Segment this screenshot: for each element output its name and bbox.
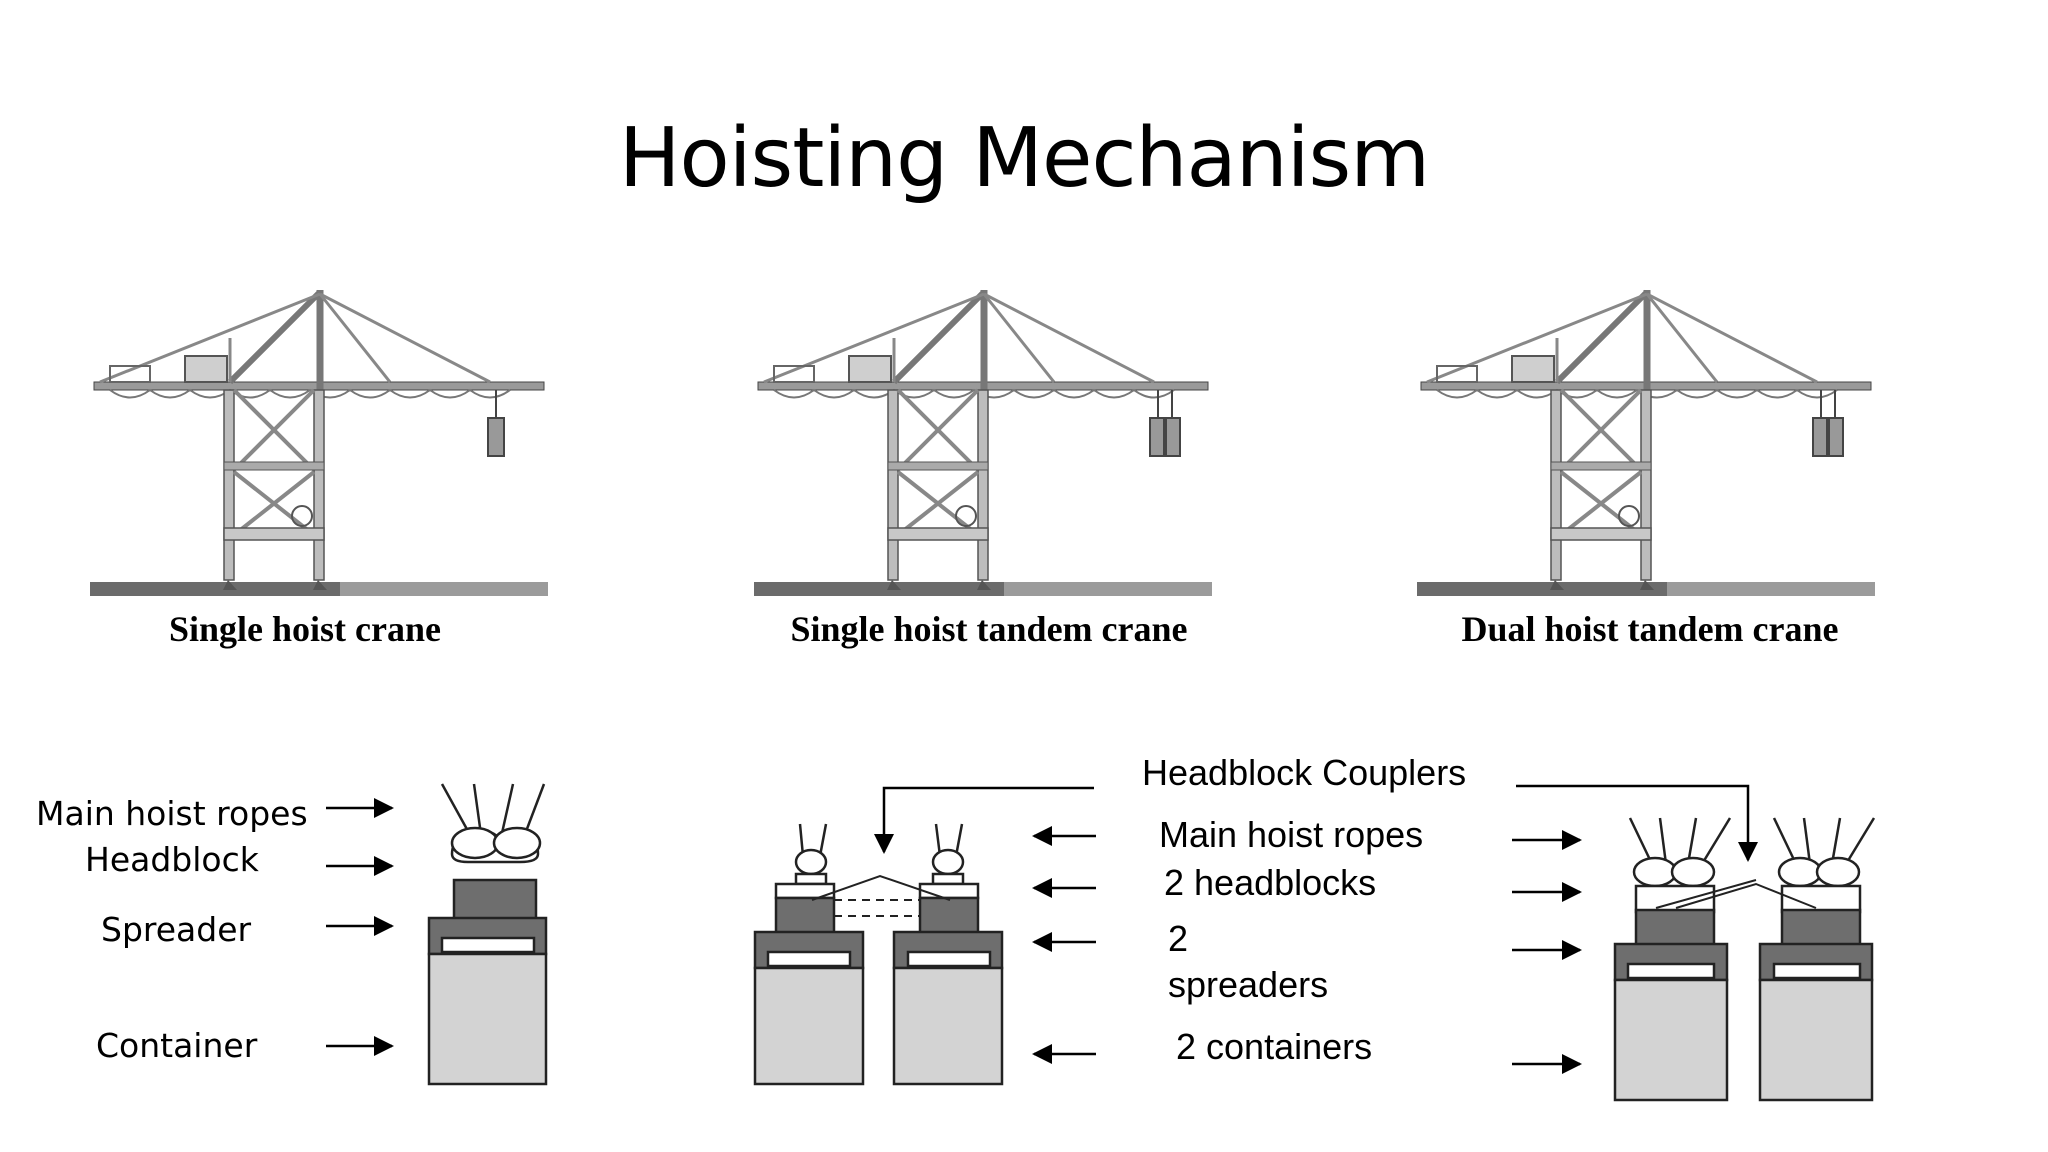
label-two-headblocks: 2 headblocks	[1164, 862, 1377, 903]
tandem-hoist-assembly	[753, 823, 1004, 1086]
tandem-hoist-arrows	[1032, 826, 1096, 1064]
single-hoist-tandem-crane-illustration	[754, 280, 1224, 610]
single-hoist-tandem-crane-caption: Single hoist tandem crane	[790, 609, 1188, 649]
label-two-spreaders-number: 2	[1168, 918, 1189, 959]
single-hoist-crane-illustration	[90, 280, 560, 610]
label-two-containers: 2 containers	[1176, 1026, 1373, 1067]
single-hoist-arrows	[326, 798, 394, 1056]
dual-hoist-assembly	[1613, 817, 1876, 1102]
dual-hoist-tandem-crane-caption: Dual hoist tandem crane	[1461, 609, 1839, 649]
dual-hoist-tandem-crane-illustration	[1417, 280, 1887, 610]
single-hoist-assembly	[427, 783, 548, 1086]
label-tandem-main-hoist-ropes: Main hoist ropes	[1159, 814, 1424, 855]
label-spreader: Spreader	[101, 910, 252, 949]
label-headblock: Headblock	[85, 840, 259, 879]
dual-hoist-arrows	[1512, 830, 1582, 1074]
label-headblock-couplers: Headblock Couplers	[1142, 752, 1467, 793]
coupler-callout-lines	[874, 784, 1758, 862]
label-container: Container	[96, 1026, 258, 1065]
label-two-spreaders-word: spreaders	[1168, 964, 1329, 1005]
slide-title: Hoisting Mechanism	[618, 111, 1430, 206]
single-hoist-crane-caption: Single hoist crane	[168, 609, 441, 649]
label-main-hoist-ropes: Main hoist ropes	[36, 794, 308, 833]
